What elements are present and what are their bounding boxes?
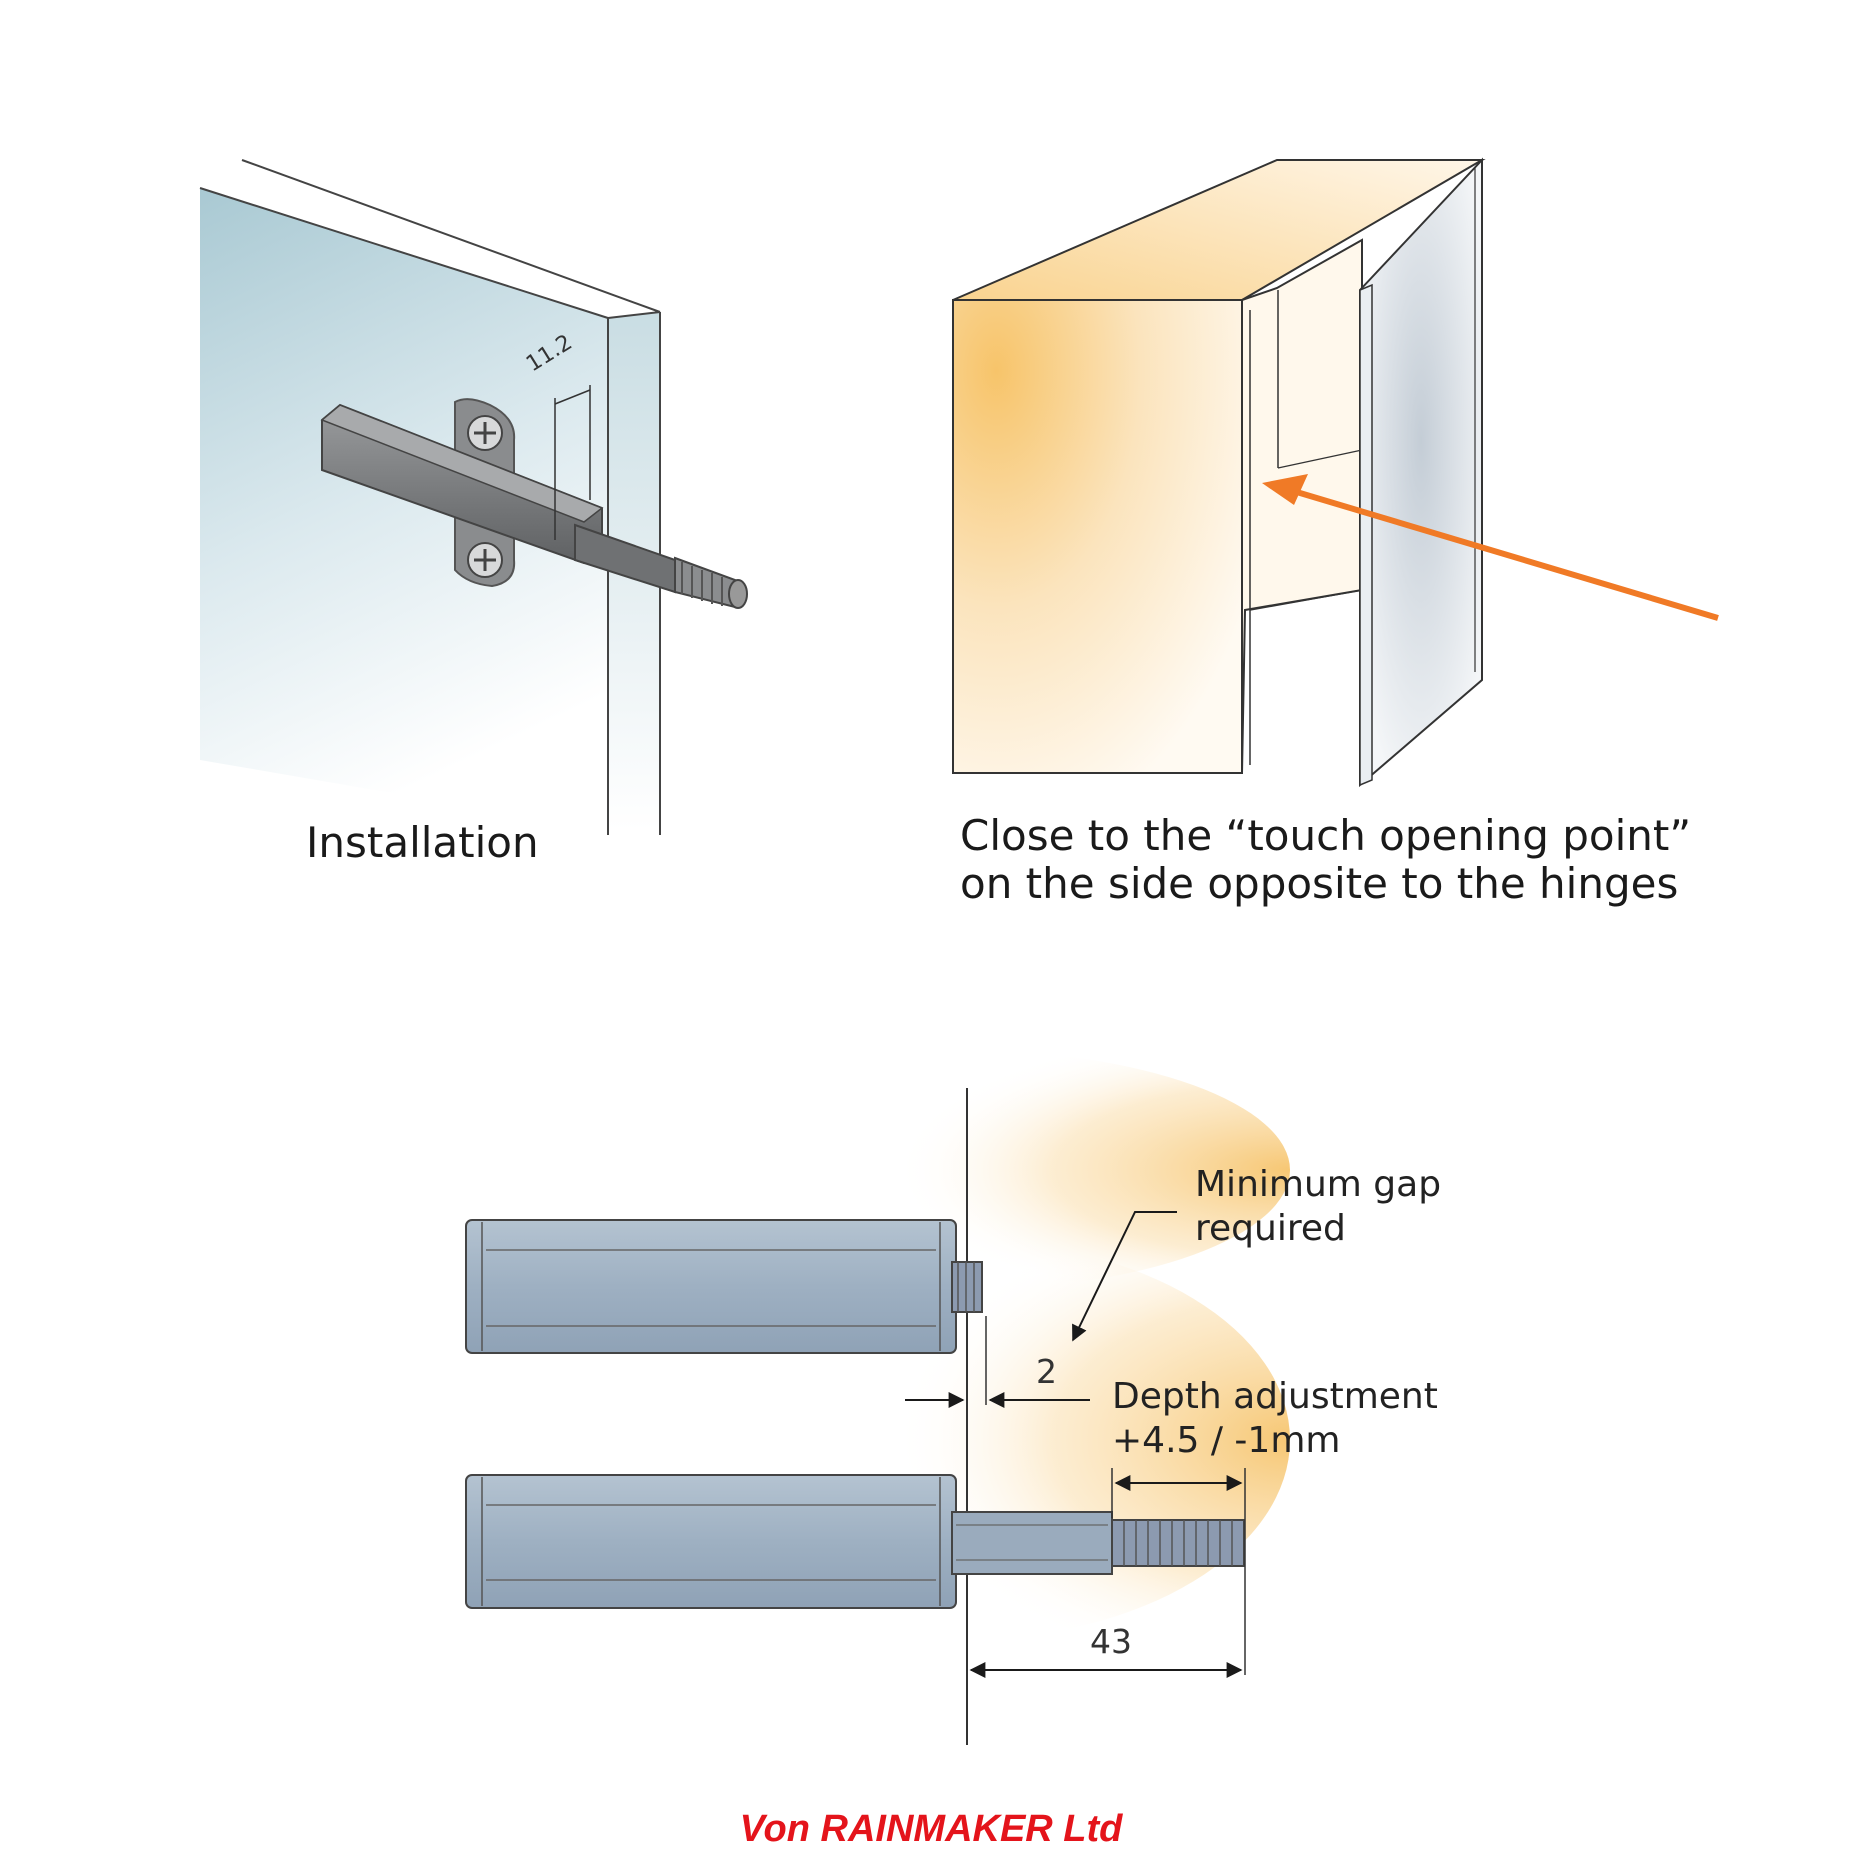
brand-watermark: Von RAINMAKER Ltd: [739, 1808, 1123, 1850]
installation-caption: Installation: [306, 818, 539, 867]
min-gap-line-2: required: [1195, 1208, 1346, 1249]
depth-adjustment-line-1: Depth adjustment: [1112, 1376, 1438, 1417]
side-view-diagram: [465, 1050, 1290, 1745]
cabinet-illustration: [952, 157, 1719, 788]
min-gap-line-1: Minimum gap: [1195, 1164, 1442, 1205]
dimension-43-label: 43: [1090, 1622, 1132, 1661]
dimension-11-2: [554, 385, 591, 540]
placement-caption-line-2: on the side opposite to the hinges: [960, 859, 1679, 908]
cabinet-door: [1359, 157, 1483, 788]
dimension-2: [905, 1316, 1090, 1408]
latch-extended: [465, 1474, 1245, 1609]
placement-caption: Close to the “touch opening point” on th…: [960, 812, 1691, 908]
dimension-depth-adjustment: [1111, 1468, 1246, 1675]
dimension-2-label: 2: [1036, 1352, 1057, 1391]
touch-point-arrow: [1262, 474, 1719, 621]
min-gap-leader: [1072, 1211, 1177, 1342]
min-gap-label: Minimum gap required: [1195, 1163, 1441, 1251]
cabinet-panel-face: [200, 188, 608, 830]
depth-adjustment-label: Depth adjustment +4.5 / -1mm: [1112, 1375, 1438, 1463]
installation-illustration: [199, 159, 748, 835]
latch-retracted: [465, 1219, 983, 1354]
cabinet-side: [952, 299, 1243, 774]
push-latch-installed: [320, 398, 748, 609]
placement-caption-line-1: Close to the “touch opening point”: [960, 811, 1692, 860]
depth-adjustment-line-2: +4.5 / -1mm: [1112, 1420, 1341, 1461]
